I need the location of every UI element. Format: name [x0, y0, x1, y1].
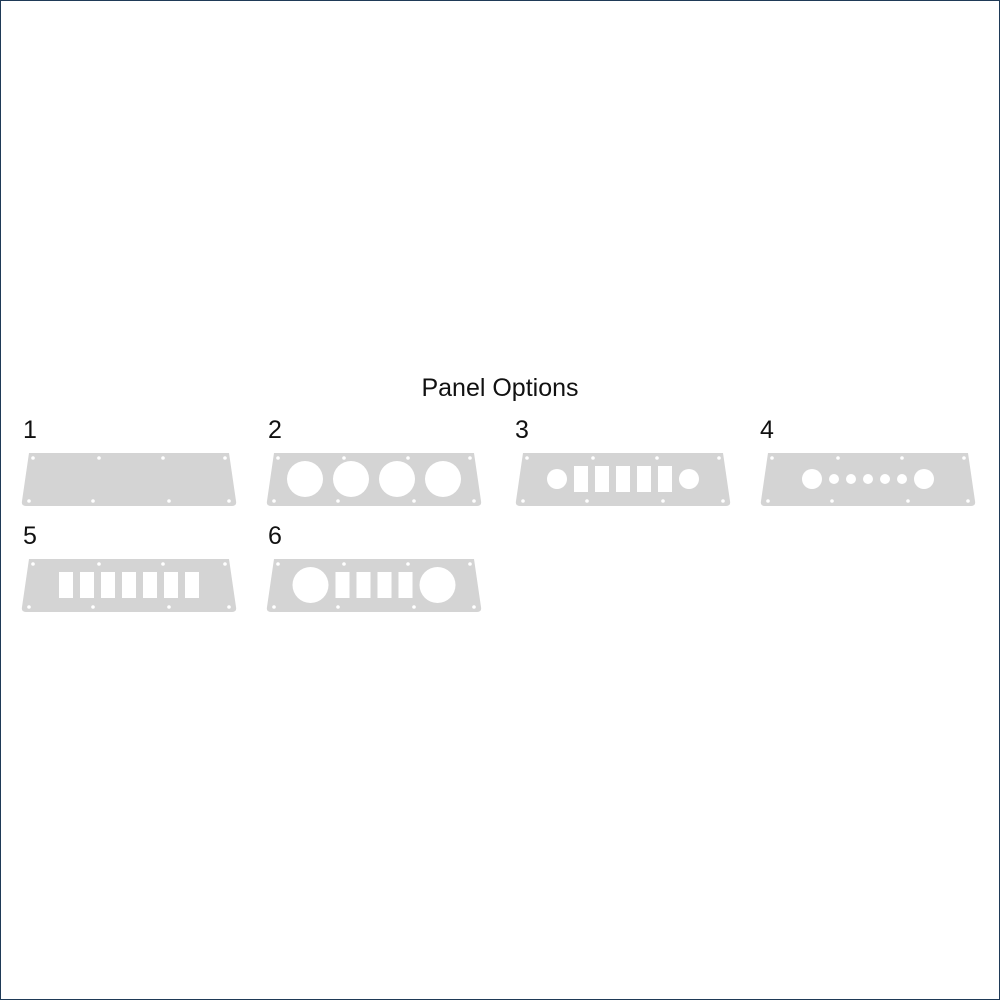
rect-cutout — [122, 572, 136, 598]
mounting-hole — [223, 562, 227, 566]
mounting-hole — [412, 605, 416, 609]
mounting-hole — [468, 562, 472, 566]
large-circle-cutout — [379, 461, 415, 497]
mounting-hole — [830, 499, 834, 503]
rect-cutout — [143, 572, 157, 598]
mounting-hole — [521, 499, 525, 503]
rect-cutout — [185, 572, 199, 598]
panel-5 — [21, 559, 237, 612]
mounting-hole — [717, 456, 721, 460]
mounting-hole — [27, 605, 31, 609]
rect-cutout — [335, 572, 350, 598]
mounting-hole — [31, 562, 35, 566]
circle-cutout — [914, 469, 934, 489]
panel-4-number: 4 — [760, 416, 774, 444]
mounting-hole — [167, 499, 171, 503]
mounting-hole — [721, 499, 725, 503]
panel-plate — [266, 453, 482, 506]
mounting-hole — [770, 456, 774, 460]
panel-6-number: 6 — [268, 522, 282, 550]
small-circle-cutout — [897, 474, 907, 484]
mounting-hole — [227, 605, 231, 609]
panel-2-number: 2 — [268, 416, 282, 444]
mounting-hole — [585, 499, 589, 503]
mounting-hole — [272, 499, 276, 503]
rect-cutout — [59, 572, 73, 598]
mounting-hole — [900, 456, 904, 460]
mounting-hole — [406, 456, 410, 460]
large-circle-cutout — [419, 567, 456, 603]
rect-cutout — [80, 572, 94, 598]
large-circle-cutout — [287, 461, 323, 497]
mounting-hole — [91, 499, 95, 503]
mounting-hole — [91, 605, 95, 609]
circle-cutout — [547, 469, 567, 489]
mounting-hole — [97, 456, 101, 460]
mounting-hole — [468, 456, 472, 460]
large-circle-cutout — [292, 567, 329, 603]
circle-cutout — [802, 469, 822, 489]
panel-5-number: 5 — [23, 522, 37, 550]
mounting-hole — [591, 456, 595, 460]
mounting-hole — [272, 605, 276, 609]
mounting-hole — [161, 456, 165, 460]
rect-cutout — [101, 572, 115, 598]
large-circle-cutout — [333, 461, 369, 497]
mounting-hole — [412, 499, 416, 503]
panel-plate — [21, 453, 237, 506]
rect-cutout — [595, 466, 609, 492]
panel-3-number: 3 — [515, 416, 529, 444]
small-circle-cutout — [829, 474, 839, 484]
panel-1 — [21, 453, 237, 506]
small-circle-cutout — [880, 474, 890, 484]
mounting-hole — [661, 499, 665, 503]
mounting-hole — [227, 499, 231, 503]
mounting-hole — [836, 456, 840, 460]
large-circle-cutout — [425, 461, 461, 497]
mounting-hole — [342, 456, 346, 460]
small-circle-cutout — [846, 474, 856, 484]
rect-cutout — [356, 572, 371, 598]
mounting-hole — [472, 499, 476, 503]
mounting-hole — [336, 499, 340, 503]
mounting-hole — [161, 562, 165, 566]
panel-2 — [266, 453, 482, 506]
mounting-hole — [966, 499, 970, 503]
mounting-hole — [766, 499, 770, 503]
rect-cutout — [164, 572, 178, 598]
mounting-hole — [472, 605, 476, 609]
mounting-hole — [336, 605, 340, 609]
mounting-hole — [906, 499, 910, 503]
mounting-hole — [97, 562, 101, 566]
mounting-hole — [27, 499, 31, 503]
mounting-hole — [167, 605, 171, 609]
panel-6 — [266, 559, 482, 612]
circle-cutout — [679, 469, 699, 489]
rect-cutout — [616, 466, 630, 492]
mounting-hole — [406, 562, 410, 566]
mounting-hole — [223, 456, 227, 460]
small-circle-cutout — [863, 474, 873, 484]
mounting-hole — [962, 456, 966, 460]
mounting-hole — [276, 562, 280, 566]
panel-1-number: 1 — [23, 416, 37, 444]
rect-cutout — [377, 572, 392, 598]
rect-cutout — [637, 466, 651, 492]
rect-cutout — [574, 466, 588, 492]
panel-3 — [515, 453, 731, 506]
mounting-hole — [342, 562, 346, 566]
mounting-hole — [276, 456, 280, 460]
mounting-hole — [525, 456, 529, 460]
rect-cutout — [658, 466, 672, 492]
panel-4 — [760, 453, 976, 506]
mounting-hole — [31, 456, 35, 460]
rect-cutout — [398, 572, 413, 598]
diagram-title: Panel Options — [421, 374, 579, 402]
mounting-hole — [655, 456, 659, 460]
